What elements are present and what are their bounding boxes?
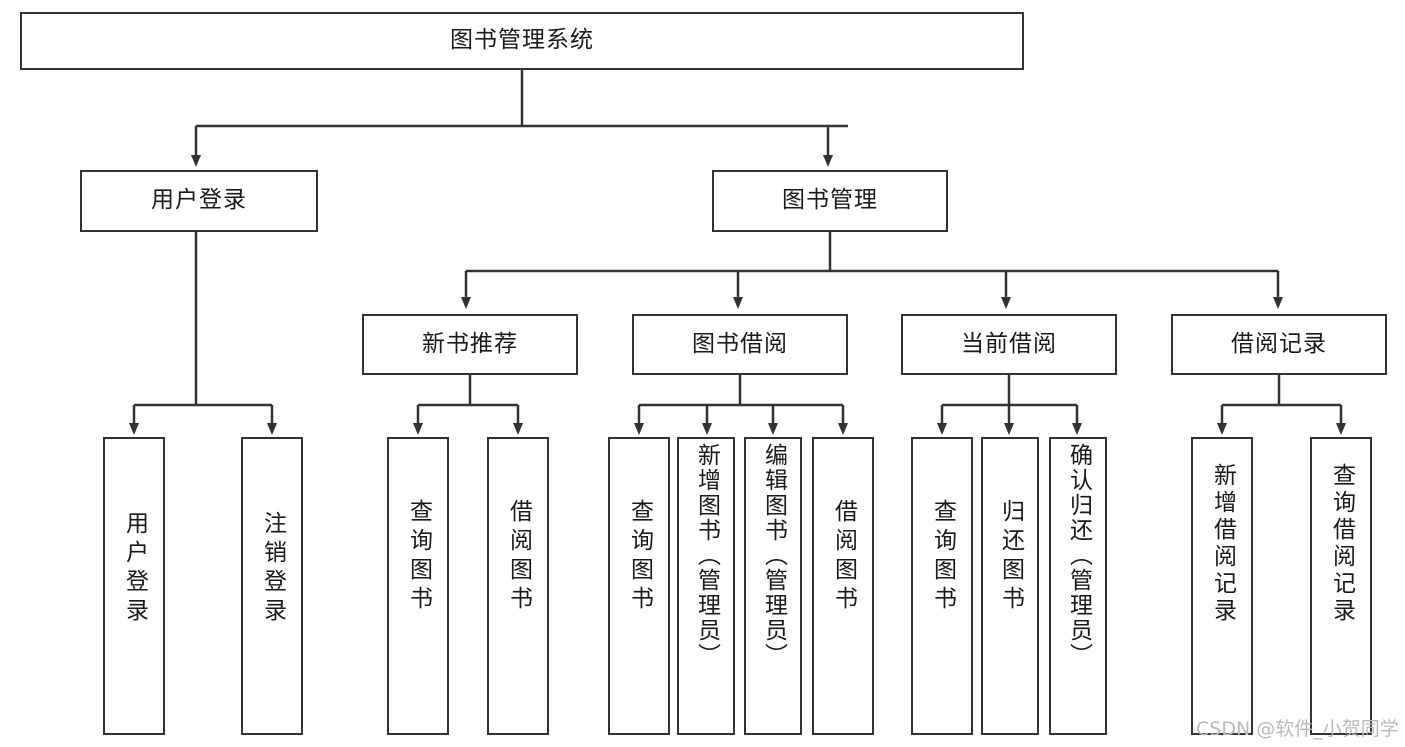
- node-label: 新书推荐: [422, 330, 518, 357]
- node-label: 查询图书: [929, 499, 956, 615]
- leaf-query-book-current[interactable]: 查询图书: [911, 437, 973, 735]
- node-label: 用户登录: [121, 511, 148, 627]
- leaf-return-book[interactable]: 归还图书: [981, 437, 1039, 735]
- node-root-book-management-system[interactable]: 图书管理系统: [20, 12, 1024, 70]
- node-label: 查询借阅记录: [1328, 463, 1355, 625]
- node-label: 当前借阅: [961, 330, 1057, 357]
- node-label: 确认归还（管理员）: [1065, 443, 1092, 668]
- node-label: 图书借阅: [692, 330, 788, 357]
- leaf-add-book-admin[interactable]: 新增图书（管理员）: [677, 437, 735, 735]
- node-label: 图书管理: [782, 187, 878, 214]
- node-borrow-record[interactable]: 借阅记录: [1171, 314, 1387, 375]
- leaf-logout-login[interactable]: 注销登录: [241, 437, 303, 735]
- node-label: 借阅记录: [1231, 330, 1327, 357]
- node-new-book-recommend[interactable]: 新书推荐: [362, 314, 578, 375]
- leaf-query-book-recommend[interactable]: 查询图书: [387, 437, 449, 735]
- node-book-management[interactable]: 图书管理: [712, 170, 948, 232]
- node-label: 查询图书: [626, 499, 653, 615]
- node-label: 借阅图书: [505, 499, 532, 615]
- leaf-borrow-book-recommend[interactable]: 借阅图书: [487, 437, 549, 735]
- leaf-confirm-return-admin[interactable]: 确认归还（管理员）: [1049, 437, 1107, 735]
- node-label: 查询图书: [405, 499, 432, 615]
- node-current-borrow[interactable]: 当前借阅: [901, 314, 1117, 375]
- node-label: 归还图书: [997, 499, 1024, 615]
- node-label: 新增图书（管理员）: [693, 443, 720, 668]
- node-book-borrow[interactable]: 图书借阅: [632, 314, 848, 375]
- leaf-query-borrow-record[interactable]: 查询借阅记录: [1310, 437, 1372, 735]
- node-label: 注销登录: [259, 511, 286, 627]
- node-label: 图书管理系统: [450, 27, 594, 54]
- leaf-query-book-borrow[interactable]: 查询图书: [608, 437, 670, 735]
- leaf-user-login[interactable]: 用户登录: [103, 437, 165, 735]
- node-label: 编辑图书（管理员）: [760, 443, 787, 668]
- leaf-add-borrow-record[interactable]: 新增借阅记录: [1191, 437, 1253, 735]
- leaf-edit-book-admin[interactable]: 编辑图书（管理员）: [744, 437, 802, 735]
- node-label: 借阅图书: [830, 499, 857, 615]
- node-user-login[interactable]: 用户登录: [80, 170, 318, 232]
- node-label: 用户登录: [151, 187, 247, 214]
- leaf-borrow-book-borrow[interactable]: 借阅图书: [812, 437, 874, 735]
- csdn-watermark: CSDN @软件_小贺同学: [1196, 718, 1399, 740]
- node-label: 新增借阅记录: [1209, 463, 1236, 625]
